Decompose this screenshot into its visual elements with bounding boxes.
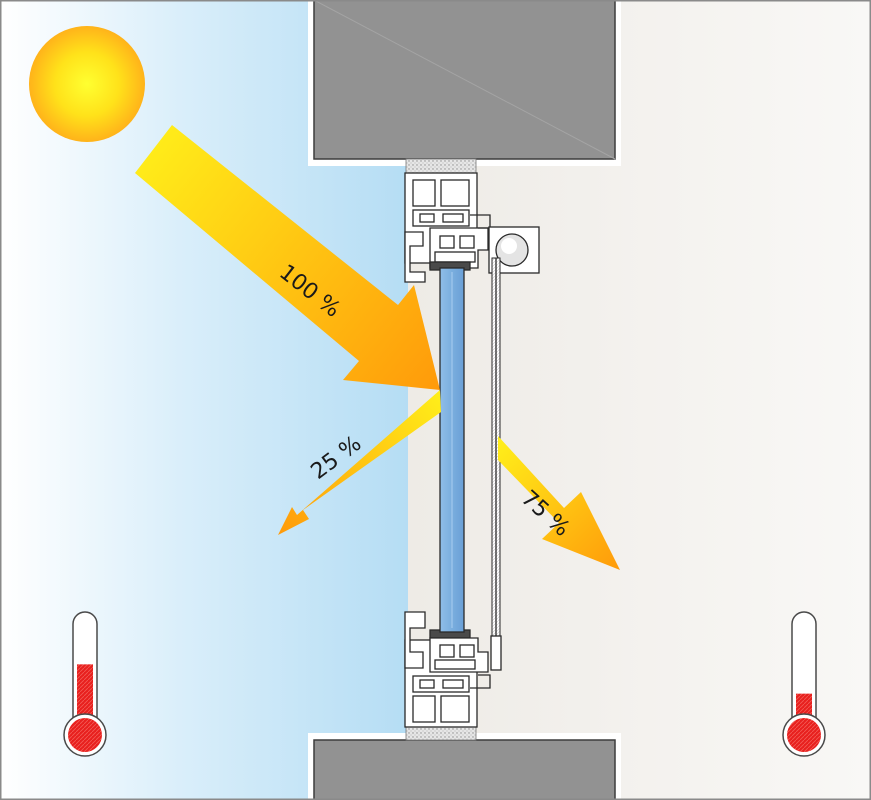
transmitted-radiation-arrow — [498, 436, 620, 570]
insulation-bottom — [405, 725, 477, 741]
reflected-radiation-arrow — [278, 390, 441, 535]
outdoor-thermometer-icon — [63, 611, 107, 757]
window-frame-bottom — [404, 611, 491, 728]
roller-blind-icon — [488, 226, 540, 671]
wall-top — [308, 0, 621, 166]
indoor-thermometer-icon — [782, 611, 826, 757]
window-frame-top — [404, 172, 491, 283]
insulation-top — [405, 158, 477, 175]
incoming-radiation-arrow — [135, 125, 440, 390]
sun-icon — [29, 26, 145, 142]
wall-bottom — [308, 733, 621, 800]
